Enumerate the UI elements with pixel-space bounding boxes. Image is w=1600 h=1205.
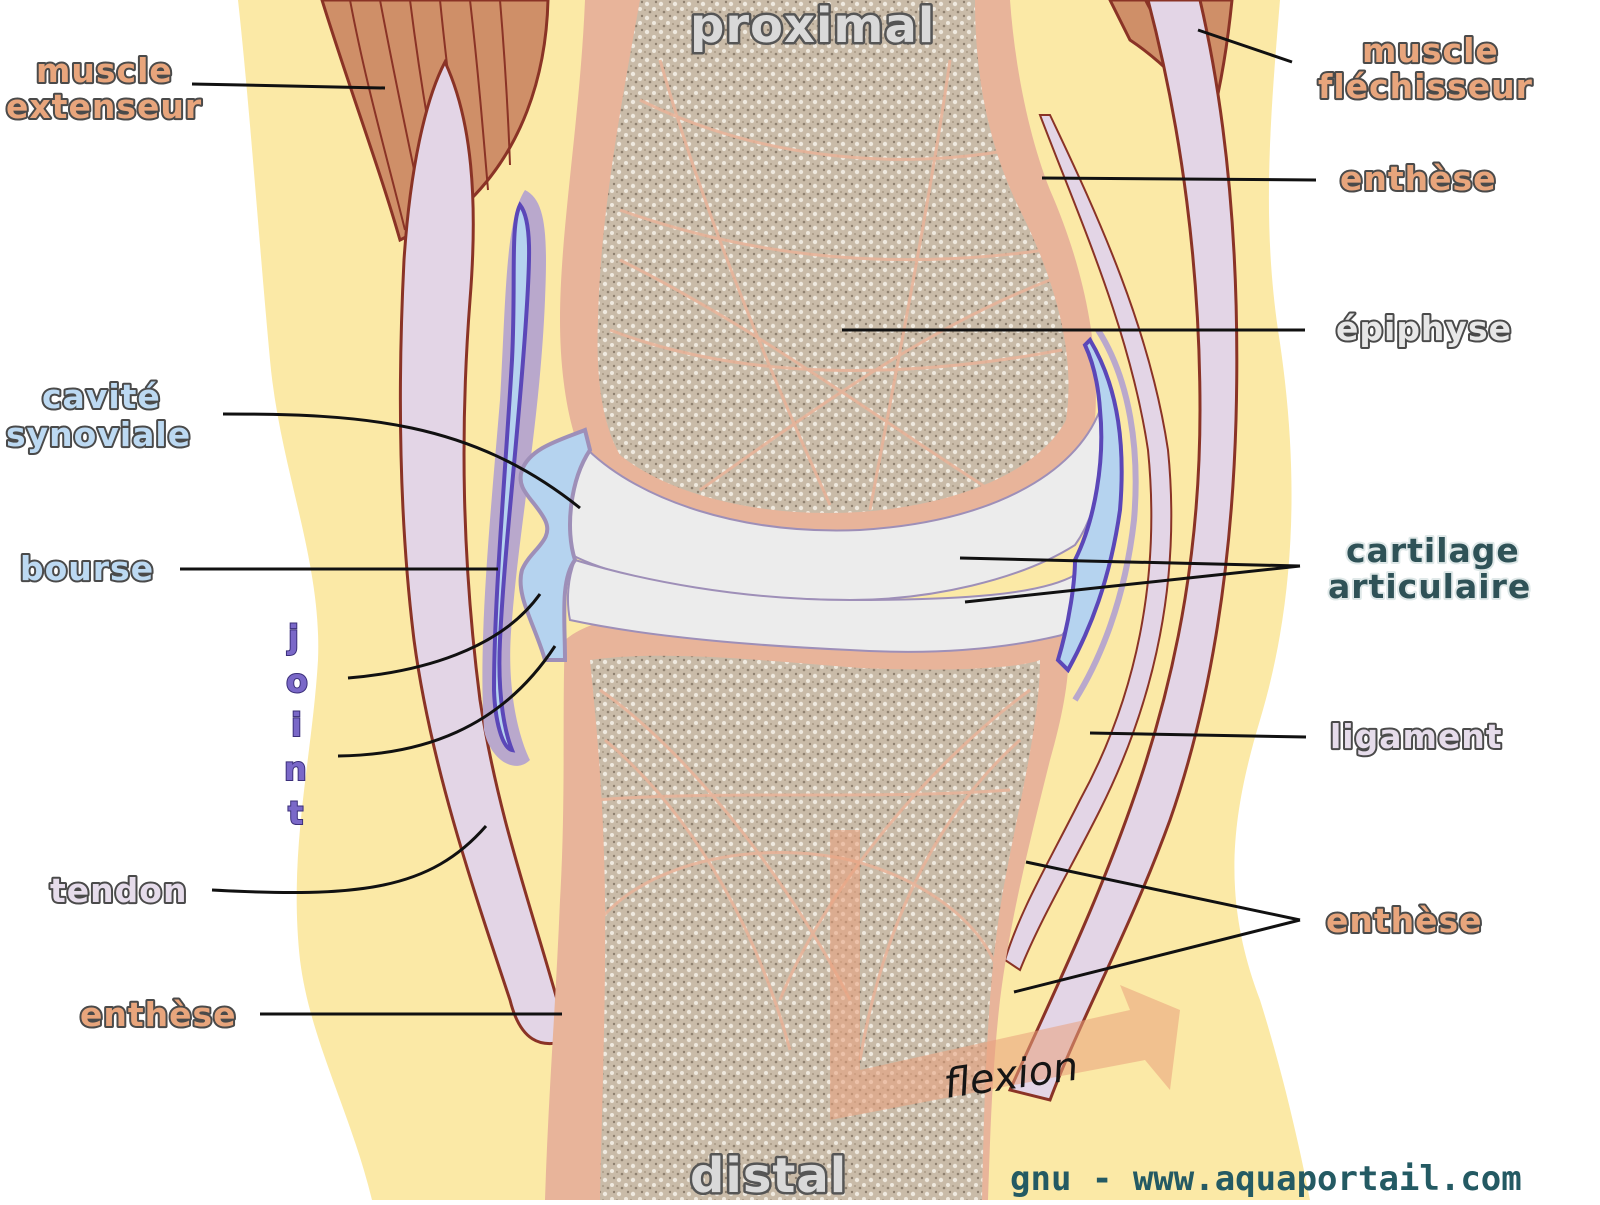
- joint-letter-i: i: [291, 706, 302, 744]
- joint-letter-o: o: [286, 662, 308, 700]
- flexor-tendon: [1007, 0, 1239, 1102]
- enthesis-bottom-left-label: enthèse: [80, 995, 237, 1034]
- distal-label: distal: [690, 1148, 847, 1200]
- articular-cartilage-label-line1: cartilage: [1346, 531, 1520, 570]
- extensor-muscle-label-line2: extenseur: [6, 87, 202, 126]
- bursa-cavity-left: [491, 201, 532, 753]
- enthesis-top-right-label: enthèse: [1340, 159, 1497, 198]
- joint-letter-n: n: [284, 750, 307, 788]
- epiphysis-label: épiphyse: [1336, 309, 1512, 348]
- tendon-label: tendon: [50, 871, 187, 910]
- credit-text: gnu - www.aquaportail.com: [1010, 1159, 1522, 1199]
- joint-letter-t: t: [288, 794, 303, 832]
- flexor-muscle-label-line1: muscle: [1362, 31, 1499, 70]
- flexor-muscle-label-line2: fléchisseur: [1318, 67, 1533, 106]
- distal-articular-cartilage: [566, 558, 1078, 653]
- bursa-label: bourse: [20, 549, 154, 588]
- synovial-cavity-label-line1: cavité: [42, 377, 161, 416]
- ligament-label: ligament: [1330, 717, 1503, 756]
- leader-lines: [180, 28, 1317, 1016]
- synovial-cavity-label-line2: synoviale: [6, 415, 191, 454]
- synovial-cavity-right: [1055, 336, 1124, 674]
- proximal-label: proximal: [690, 0, 935, 54]
- articular-cartilage-label-line2: articulaire: [1328, 567, 1531, 606]
- joint-letter-j: j: [286, 618, 299, 656]
- enthesis-bottom-right-label: enthèse: [1326, 901, 1483, 940]
- flexion-arrow: [830, 830, 1180, 1120]
- proximal-trabeculae: [609, 59, 1063, 511]
- extensor-muscle-label-line1: muscle: [36, 51, 173, 90]
- joint-vertical-label: j o i n t: [283, 617, 309, 833]
- extensor-tendon: [398, 58, 570, 1046]
